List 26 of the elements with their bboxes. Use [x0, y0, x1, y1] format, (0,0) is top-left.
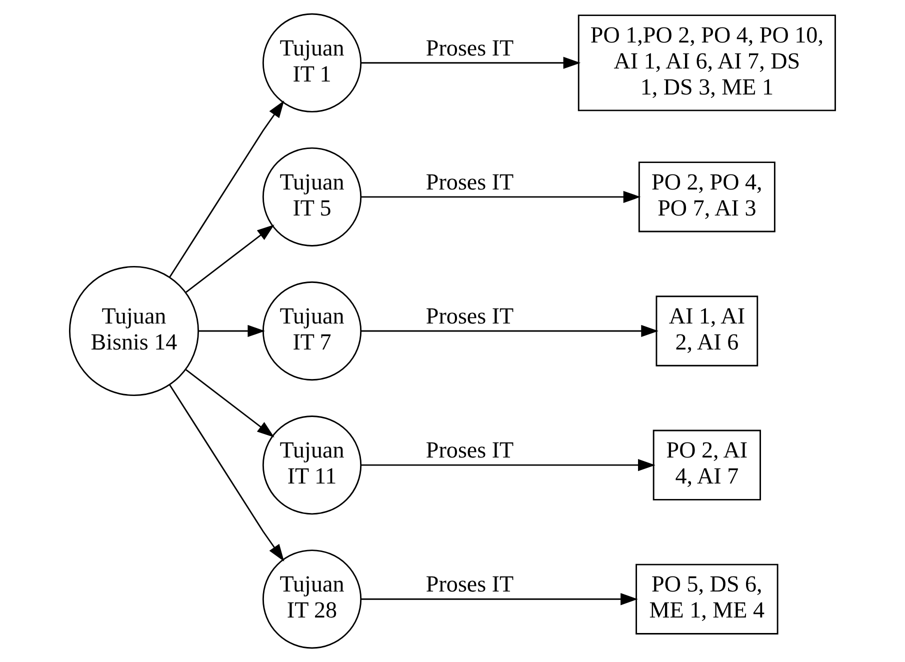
- arrow: [185, 368, 274, 438]
- edge-label: Proses IT: [426, 302, 514, 329]
- node-box: PO 5, DS 6, ME 1, ME 4: [636, 564, 778, 634]
- edge-label: Proses IT: [426, 436, 514, 463]
- arrow: [361, 324, 658, 338]
- arrow: [361, 459, 656, 472]
- node-circle: Tujuan Bisnis 14: [68, 266, 199, 396]
- node-box: PO 2, AI 4, AI 7: [652, 430, 761, 500]
- edge-label: Proses IT: [426, 34, 514, 60]
- node-box: AI 1, AI 2, AI 6: [656, 296, 758, 366]
- node-circle: Tujuan IT 1: [262, 13, 362, 112]
- arrow: [361, 593, 638, 606]
- arrow: [185, 224, 274, 294]
- arrow: [169, 384, 284, 562]
- node-circle: Tujuan IT 5: [262, 147, 362, 246]
- arrow: [361, 56, 581, 69]
- node-circle: Tujuan IT 28: [262, 550, 362, 649]
- arrow: [361, 190, 641, 203]
- node-box: PO 2, PO 4, PO 7, AI 3: [638, 162, 776, 232]
- edge-label: Proses IT: [426, 168, 514, 194]
- edge-label: Proses IT: [426, 570, 514, 597]
- node-circle: Tujuan IT 7: [262, 281, 362, 381]
- arrow: [198, 324, 265, 338]
- arrow: [169, 100, 284, 278]
- node-circle: Tujuan IT 11: [262, 416, 362, 515]
- node-box: PO 1,PO 2, PO 4, PO 10, AI 1, AI 6, AI 7, DS 1, DS 3, ME 1: [578, 14, 836, 112]
